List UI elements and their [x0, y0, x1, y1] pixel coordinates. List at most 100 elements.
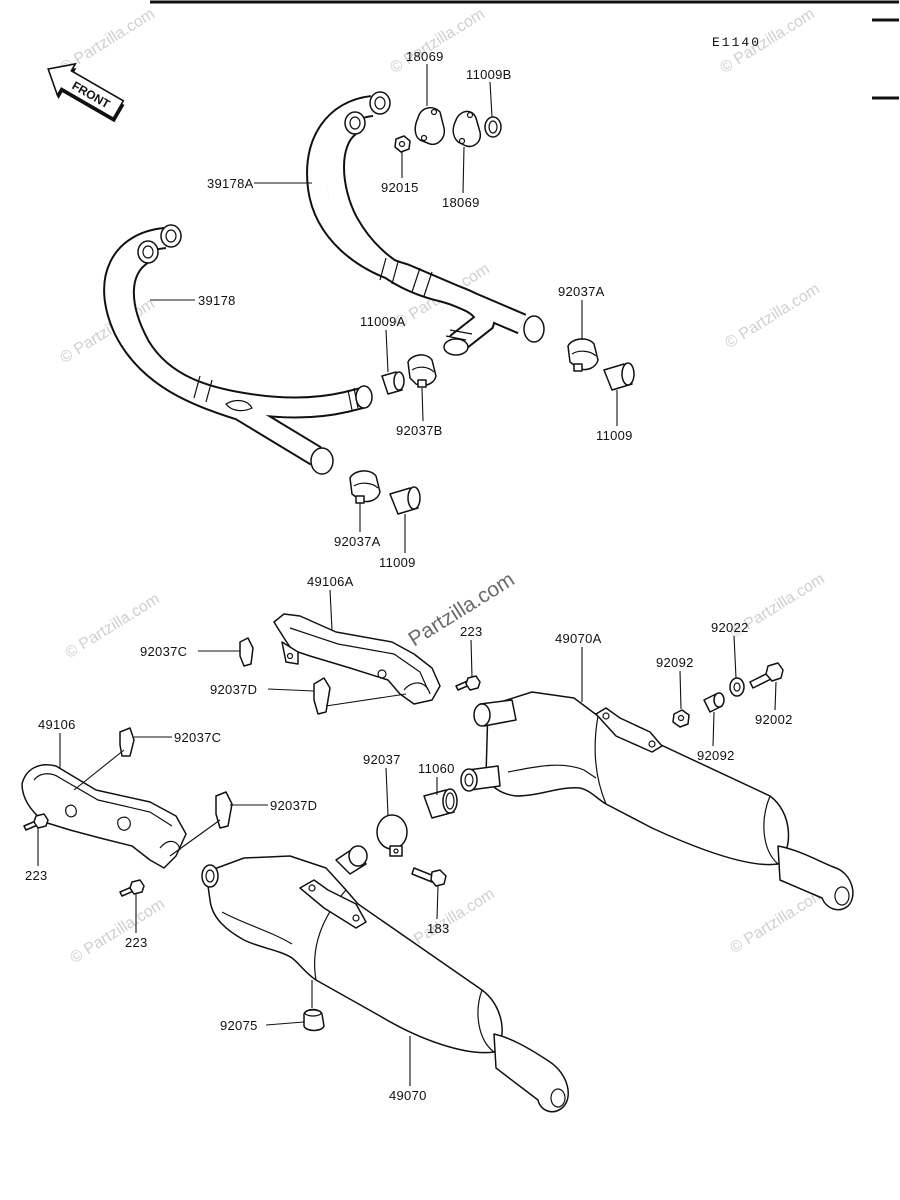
clamp-lug: [355, 495, 365, 504]
bracket-18069-b: [452, 110, 482, 148]
nut-bore: [398, 140, 406, 148]
clamp-92037b: [407, 354, 437, 388]
callout-label: 92037B: [396, 423, 443, 438]
leader-line: [470, 639, 473, 678]
muffler-cone-line: [477, 989, 495, 1053]
muffler-inlet-end: [348, 845, 368, 867]
callout-label: 18069: [442, 195, 480, 210]
pipe-outlet-rings: [445, 329, 473, 341]
callout-label: 49070A: [555, 631, 602, 646]
clamp-band: [411, 366, 435, 373]
bracket-hole: [420, 134, 428, 142]
callout-label: 223: [460, 624, 483, 639]
clip-body: [215, 791, 233, 829]
pipe-inlet-bore: [374, 96, 386, 110]
gasket-11009a: [381, 371, 405, 395]
clamp-band: [353, 482, 379, 489]
clip-92037d-upper: [313, 677, 331, 715]
diagram-code: E1140: [712, 35, 761, 50]
washer-ring: [729, 677, 745, 697]
shield-slot: [117, 816, 131, 831]
gasket-11009-lower: [389, 486, 421, 515]
front-arrow-icon: FRONT: [47, 62, 125, 123]
callout-label: 92092: [697, 748, 735, 763]
muffler-inlet-end: [460, 768, 478, 792]
nut-body: [672, 709, 690, 728]
pipe-inlet-collar: [160, 224, 182, 248]
clip-92037c-upper: [239, 637, 254, 667]
callout-label: 49070: [389, 1088, 427, 1103]
leader-line: [774, 681, 777, 711]
leader-line: [421, 387, 424, 422]
pipe-outlet-end: [310, 447, 334, 475]
leader-lines: [37, 64, 777, 1086]
muffler-49070: [201, 845, 569, 1113]
pipe-outlet-end: [443, 338, 469, 356]
shield-rib: [289, 627, 429, 691]
callout-label: 11060: [418, 761, 455, 776]
clamp-lug: [417, 379, 427, 388]
bracket-hole: [458, 137, 466, 145]
nut-bore: [677, 714, 685, 722]
shield-hole: [377, 669, 387, 679]
pipe-outlet-end: [355, 385, 373, 409]
muffler-body: [485, 691, 790, 866]
bracket-hole: [308, 884, 316, 892]
clamp-92037: [376, 814, 408, 857]
callout-label: 92037C: [174, 730, 221, 745]
bolt-head: [33, 813, 49, 829]
callout-label: 49106A: [307, 574, 354, 589]
muffler-tailpipe: [493, 1033, 569, 1113]
heat-shield-49106: [21, 764, 187, 869]
pipe-fill: [114, 246, 252, 413]
pipe-joint-band: [379, 257, 433, 297]
clip-92037d-lower: [215, 791, 233, 829]
muffler-inlet-end: [473, 703, 491, 727]
bolt-223-upper: [455, 675, 481, 691]
leader-line: [73, 749, 125, 791]
callout-label: 11009: [379, 555, 416, 570]
pipe-fill: [248, 389, 365, 417]
gasket-bore: [445, 792, 455, 810]
muffler-49070a: [460, 691, 854, 911]
callout-label: 92075: [220, 1018, 258, 1033]
callout-label: 183: [427, 921, 450, 936]
callout-label: 92002: [755, 712, 793, 727]
bolt-head: [465, 675, 481, 691]
bolt-head: [765, 662, 784, 682]
callout-label: 92037A: [558, 284, 605, 299]
leader-line: [265, 1021, 305, 1026]
gasket-ring: [484, 116, 502, 138]
gasket-end: [442, 788, 458, 814]
gasket-bore: [488, 120, 498, 134]
nut-92092-upper: [672, 709, 690, 728]
washer-92022: [729, 677, 745, 697]
shield-flange: [159, 840, 181, 851]
tailpipe-opening: [834, 886, 850, 906]
muffler-inlet-bore: [205, 869, 215, 883]
pipe-joint-band: [193, 375, 213, 403]
shield-hole: [286, 652, 294, 660]
bracket-hole: [430, 108, 438, 116]
muffler-rib: [507, 764, 597, 779]
callout-label: 92037D: [270, 798, 317, 813]
bolt-183: [411, 867, 447, 887]
pipe-inlet-collar: [137, 240, 159, 264]
pipe-fill: [325, 118, 447, 301]
leader-line: [385, 329, 389, 373]
bolt-head: [430, 869, 447, 887]
leader-line: [325, 693, 407, 707]
bracket-hole: [602, 712, 610, 720]
muffler-bracket: [299, 879, 367, 929]
pipe-inlet-collar: [344, 111, 366, 135]
shield-body: [21, 764, 187, 869]
gasket-11009b: [484, 116, 502, 138]
pipe-inlet-bore: [165, 229, 177, 243]
callout-label: 92037C: [140, 644, 187, 659]
muffler-body: [205, 855, 503, 1054]
bracket-hole: [352, 914, 360, 922]
callout-label: 11009A: [360, 314, 406, 329]
pipe-inlet-bore: [349, 116, 361, 130]
callout-label: 92037D: [210, 682, 257, 697]
clamp-92037a-lower: [349, 470, 381, 504]
